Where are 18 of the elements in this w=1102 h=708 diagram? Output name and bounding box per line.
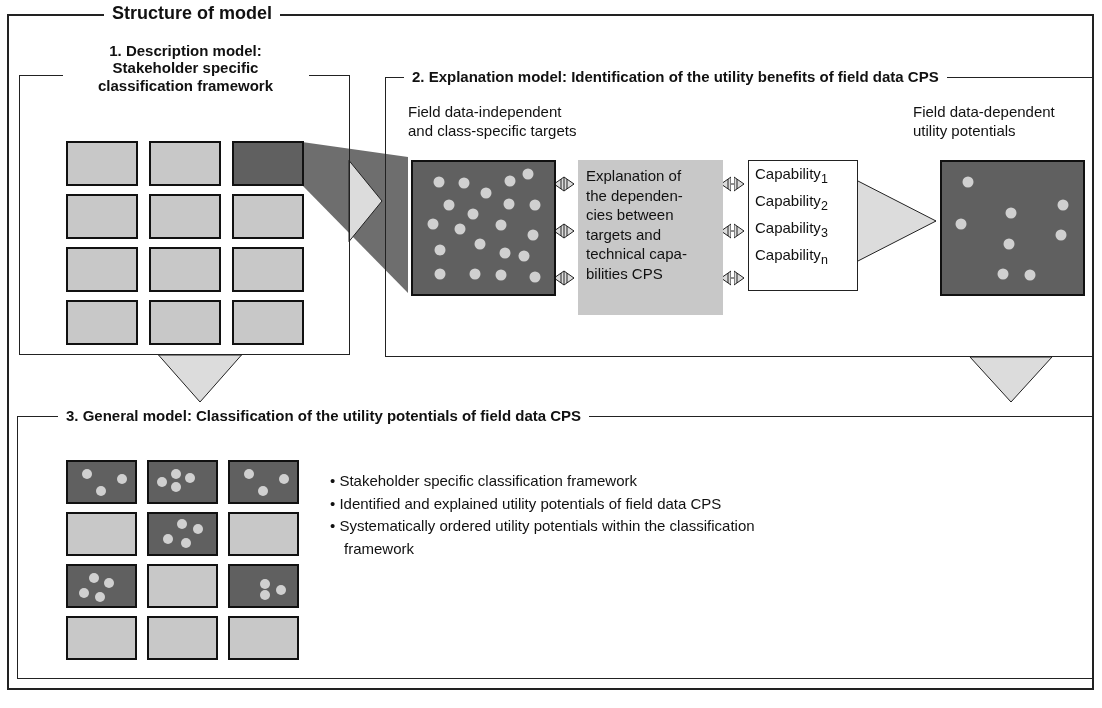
capability-text: Capability$_{n}$ [755, 246, 829, 268]
bullet-item: • Stakeholder specific classification framework [330, 471, 639, 491]
capability-text: Capability$_{3}$ [755, 219, 829, 241]
capability-box [748, 160, 858, 291]
panel-title: 1. Description model: Stakeholder specific classification framework [62, 42, 309, 94]
explanation-box [578, 160, 723, 315]
capability-text: Capability$_{2}$ [755, 192, 829, 214]
chevron-arrow [348, 160, 383, 242]
capability-text: Capability$_{1}$ [755, 165, 829, 187]
bullet-item: • Systematically ordered utility potentials within the classification framework [330, 516, 756, 559]
box-heading: Field data-dependent utility potentials [913, 103, 1056, 141]
bullet-item: • Identified and explained utility potentials of field data CPS [330, 493, 723, 514]
panel-title: 2. Explanation model: Identification of the utility benefits of field data CPS [404, 68, 947, 86]
panel-title: 3. General model: Classification of the utility potentials of field data CPS [58, 407, 590, 425]
chevron-arrow [969, 356, 1053, 403]
box-heading: Field data-independent and class-specific targets [408, 103, 578, 141]
explanation-text: Explanation of the dependen- cies between targets and technical capa- bilities CPS [586, 166, 688, 283]
chevron-arrow [158, 354, 242, 403]
